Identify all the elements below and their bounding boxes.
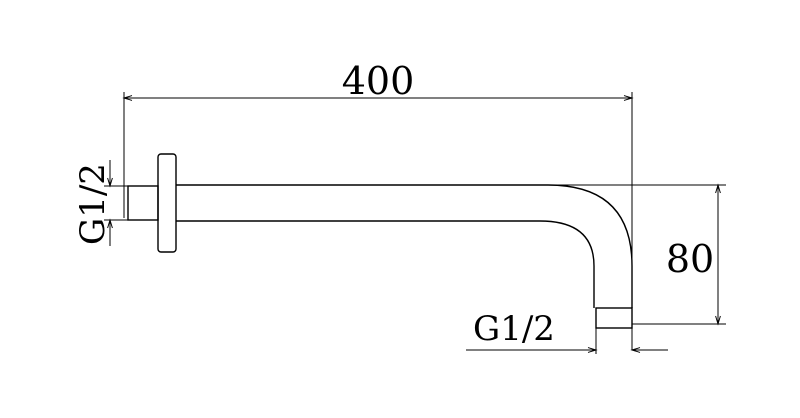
arm-inner-edge (176, 220, 595, 308)
arm-outer-edge (176, 184, 633, 308)
length-label: 400 (342, 59, 415, 103)
length-dimension (122, 92, 634, 350)
wall-flange (157, 153, 177, 253)
outlet-thread-dimension (466, 328, 668, 354)
outlet-thread-label: G1/2 (473, 309, 555, 349)
height-dimension (548, 183, 726, 326)
inlet-thread-stub (127, 185, 159, 221)
inlet-thread-label: G1/2 (73, 163, 113, 245)
outlet-thread-stub (595, 307, 633, 329)
shower-arm (127, 153, 633, 329)
inlet-thread-dimension (104, 160, 128, 246)
height-label: 80 (666, 237, 714, 281)
